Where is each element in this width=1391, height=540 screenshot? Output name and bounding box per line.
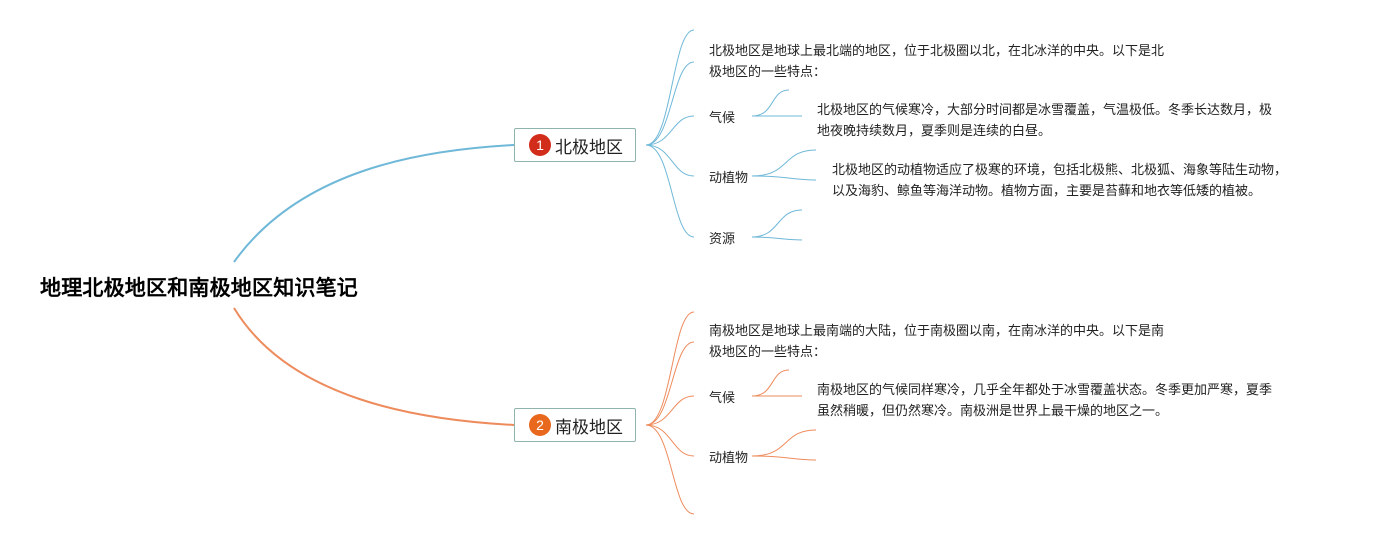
badge-1-icon: 1	[529, 134, 551, 156]
north-connectors	[233, 29, 817, 263]
north-biota-to-note-connector	[751, 149, 817, 177]
north-to-intro2-connector	[645, 61, 695, 146]
south-biota-topic[interactable]: 动植物	[709, 451, 749, 466]
branch-north[interactable]: 1 北极地区	[514, 128, 636, 162]
south-intro-line2: 极地区的一些特点：	[709, 345, 827, 360]
north-climate-to-note-connector	[751, 89, 790, 117]
north-biota-to-note2-connector	[751, 175, 817, 181]
south-connectors	[233, 307, 817, 515]
south-intro-line1: 南极地区是地球上最南端的大陆，位于南极圈以南，在南冰洋的中央。以下是南	[709, 324, 1165, 339]
north-climate-note[interactable]: 北极地区的气候寒冷，大部分时间都是冰雪覆盖，气温极低。冬季长达数月，极 地夜晚持…	[817, 100, 1337, 142]
south-to-extra-connector	[645, 424, 695, 515]
north-biota-note[interactable]: 北极地区的动植物适应了极寒的环境，包括北极熊、北极狐、海象等陆生动物， 以及海豹…	[832, 160, 1352, 202]
south-biota-to-note-connector	[751, 429, 817, 457]
north-climate-line2: 地夜晚持续数月，夏季则是连续的白昼。	[817, 124, 1052, 139]
north-to-climate-connector	[645, 115, 695, 146]
south-to-intro2-connector	[645, 341, 695, 426]
south-to-biota-connector	[645, 424, 695, 457]
branch-south[interactable]: 2 南极地区	[514, 408, 636, 442]
root-to-north-connector	[233, 144, 515, 263]
north-biota-line1: 北极地区的动植物适应了极寒的环境，包括北极熊、北极狐、海象等陆生动物，	[832, 163, 1288, 178]
branch-south-label: 南极地区	[555, 417, 623, 438]
north-resources-topic[interactable]: 资源	[709, 232, 736, 247]
branch-north-label: 北极地区	[555, 137, 623, 158]
badge-2-icon: 2	[529, 414, 551, 436]
north-climate-topic[interactable]: 气候	[709, 111, 736, 126]
south-climate-topic[interactable]: 气候	[709, 391, 736, 406]
south-to-climate-connector	[645, 395, 695, 426]
south-climate-to-note-connector	[751, 369, 790, 397]
north-biota-line2: 以及海豹、鲸鱼等海洋动物。植物方面，主要是苔藓和地衣等低矮的植被。	[832, 184, 1262, 199]
north-to-intro-connector	[645, 29, 695, 146]
south-biota-to-note2-connector	[751, 455, 817, 461]
north-intro-note[interactable]: 北极地区是地球上最北端的地区，位于北极圈以北，在北冰洋的中央。以下是北 极地区的…	[709, 41, 1229, 83]
north-intro-line2: 极地区的一些特点：	[709, 65, 827, 80]
south-climate-line1: 南极地区的气候同样寒冷，几乎全年都处于冰雪覆盖状态。冬季更加严寒，夏季	[817, 383, 1273, 398]
north-resources-to-note-connector	[751, 209, 803, 238]
north-climate-line1: 北极地区的气候寒冷，大部分时间都是冰雪覆盖，气温极低。冬季长达数月，极	[817, 103, 1273, 118]
north-to-biota-connector	[645, 144, 695, 177]
north-biota-topic[interactable]: 动植物	[709, 171, 749, 186]
root-topic[interactable]: 地理北极地区和南极地区知识笔记	[40, 276, 358, 300]
south-to-intro-connector	[645, 311, 695, 426]
north-resources-to-note2-connector	[751, 236, 803, 241]
north-to-resources-connector	[645, 144, 695, 238]
south-climate-note[interactable]: 南极地区的气候同样寒冷，几乎全年都处于冰雪覆盖状态。冬季更加严寒，夏季 虽然稍暖…	[817, 380, 1337, 422]
root-to-south-connector	[233, 307, 515, 426]
north-intro-line1: 北极地区是地球上最北端的地区，位于北极圈以北，在北冰洋的中央。以下是北	[709, 44, 1165, 59]
south-climate-line2: 虽然稍暖，但仍然寒冷。南极洲是世界上最干燥的地区之一。	[817, 404, 1169, 419]
south-intro-note[interactable]: 南极地区是地球上最南端的大陆，位于南极圈以南，在南冰洋的中央。以下是南 极地区的…	[709, 321, 1229, 363]
